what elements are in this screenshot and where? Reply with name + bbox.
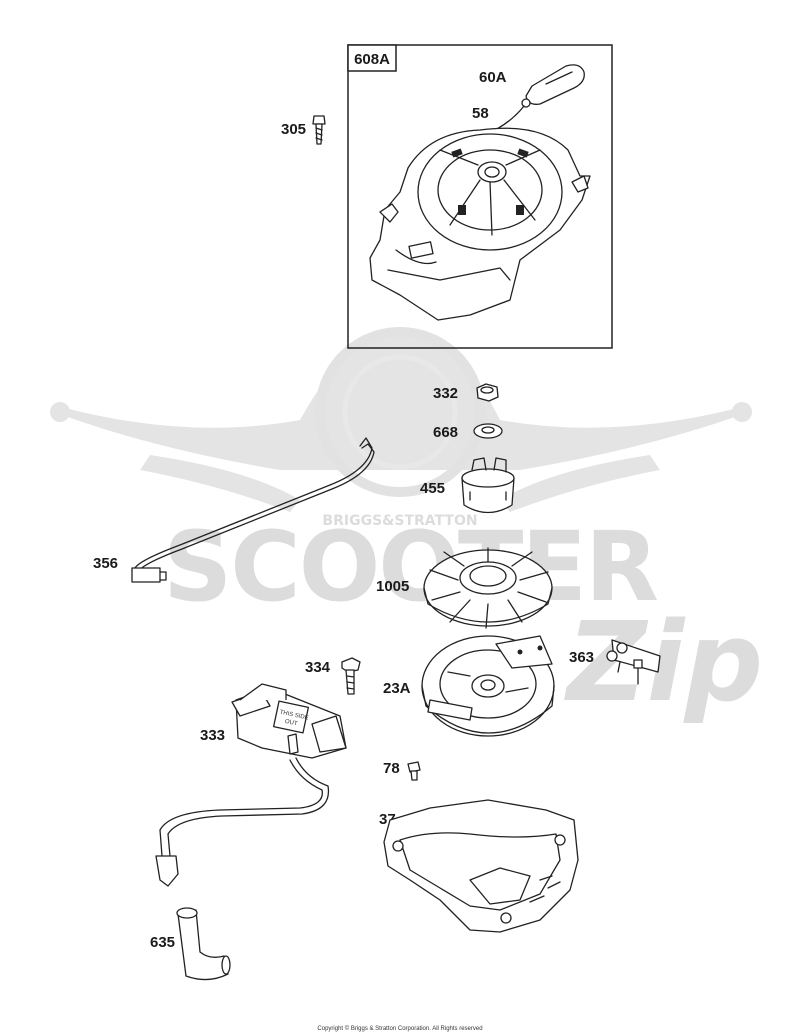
label-455: 455 [420, 480, 445, 497]
part-305-screw: 305 [281, 115, 326, 145]
rewind-starter-drawing [369, 64, 591, 321]
coil-decal-line2: OUT [284, 719, 298, 728]
label-333: 333 [200, 727, 225, 744]
watermark: BRIGGS&STRATTON SCOOTER Zip [50, 327, 763, 726]
label-305: 305 [281, 121, 306, 138]
label-23a: 23A [383, 680, 411, 697]
part-332-nut: 332 [433, 383, 499, 402]
kit-box-608a: 608A [347, 44, 613, 349]
kit-box-label: 608A [354, 51, 390, 68]
part-23a-flywheel: 23A [383, 635, 555, 737]
part-333-ignition-coil: 333 THIS SIDE OUT [155, 683, 347, 887]
watermark-script: Zip [564, 598, 763, 726]
label-60a: 60A [479, 69, 507, 86]
label-635: 635 [150, 934, 175, 951]
kit-box-frame [347, 44, 613, 349]
watermark-scooter-emblem [50, 330, 752, 512]
kit-box-tab [347, 44, 397, 72]
part-356-ground-wire: 356 [93, 437, 375, 583]
watermark-brand: BRIGGS&STRATTON [322, 513, 477, 529]
part-78-screw: 78 [383, 760, 421, 781]
coil-lead [159, 759, 323, 857]
starter-handle [525, 64, 585, 105]
label-668: 668 [433, 424, 458, 441]
coil-decal-line1: THIS SIDE [279, 710, 309, 722]
part-635-spark-plug-boot: 635 [150, 907, 231, 981]
part-363-bracket: 363 [569, 639, 661, 685]
part-334-bolt: 334 [305, 657, 361, 695]
wire-terminal [131, 567, 161, 583]
watermark-ring [315, 327, 485, 497]
watermark-ring-inner [342, 354, 458, 470]
part-1005-fan: 1005 [376, 547, 553, 629]
label-332: 332 [433, 385, 458, 402]
watermark-main: SCOOTER [163, 511, 657, 623]
coil-decal [272, 700, 310, 734]
housing-shell [383, 799, 579, 933]
label-58: 58 [472, 105, 489, 122]
part-455-starter-cup: 455 [420, 457, 515, 514]
label-1005: 1005 [376, 578, 409, 595]
label-363: 363 [569, 649, 594, 666]
part-668-washer: 668 [433, 423, 503, 441]
copyright-notice: Copyright © Briggs & Stratton Corporatio… [317, 1025, 482, 1032]
label-356: 356 [93, 555, 118, 572]
part-37-blower-housing: 37 [379, 799, 579, 933]
label-78: 78 [383, 760, 400, 777]
label-334: 334 [305, 659, 331, 676]
